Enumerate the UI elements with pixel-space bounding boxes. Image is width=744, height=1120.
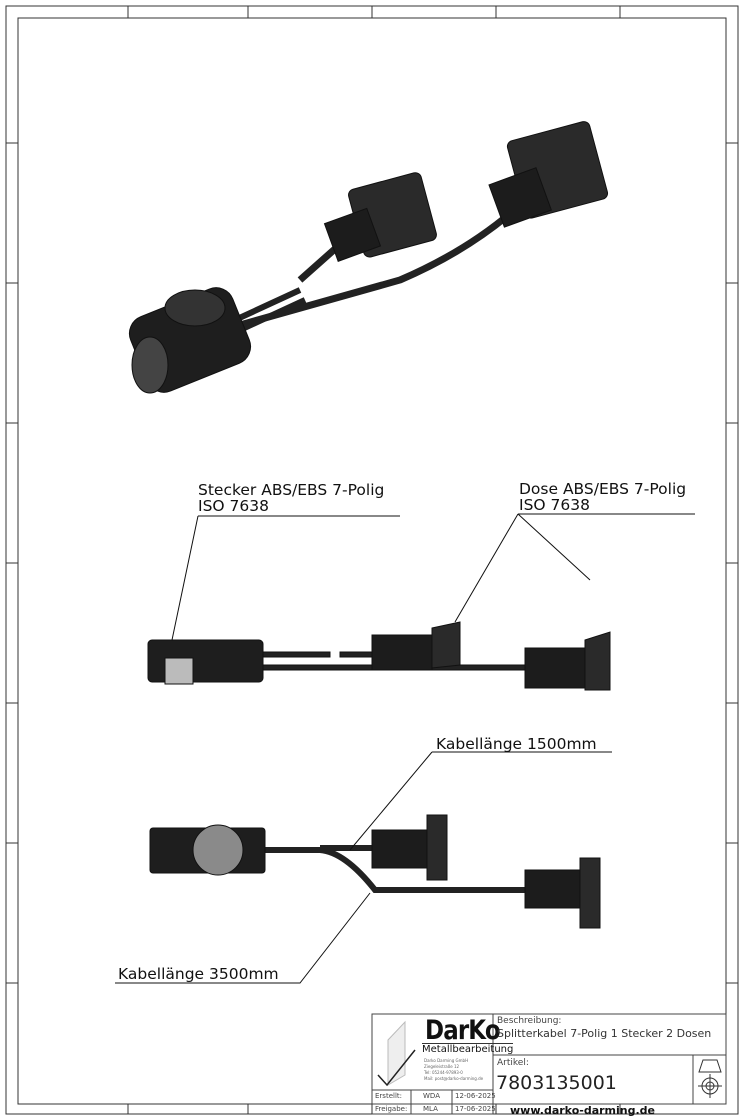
address-line: Ziegeleistraße 12 bbox=[424, 1064, 460, 1069]
plug-callout-line1: Stecker ABS/EBS 7-Polig bbox=[198, 481, 385, 499]
approved-date: 17-06-2025 bbox=[455, 1105, 496, 1113]
top-view bbox=[149, 814, 601, 929]
logo-brand: DarKo bbox=[425, 1015, 501, 1046]
address-line: Tel: 05244-97893-0 bbox=[424, 1070, 463, 1075]
company-address: Darko Darming GmbH Ziegeleistraße 12 Tel… bbox=[424, 1058, 483, 1082]
address-line: Mail: post@darko-darming.de bbox=[424, 1076, 484, 1081]
description-label: Beschreibung: bbox=[497, 1016, 562, 1026]
article-number: 7803135001 bbox=[496, 1072, 617, 1094]
approved-by: MLA bbox=[423, 1105, 438, 1113]
plug-callout-line2: ISO 7638 bbox=[198, 497, 269, 515]
address-line: Darko Darming GmbH bbox=[424, 1058, 469, 1063]
leader-lines bbox=[115, 513, 695, 984]
outer-border bbox=[5, 5, 739, 1115]
socket-callout-line1: Dose ABS/EBS 7-Polig bbox=[519, 480, 687, 498]
cable-length-short: Kabellänge 1500mm bbox=[436, 735, 597, 753]
cable-length-long: Kabellänge 3500mm bbox=[118, 965, 279, 983]
description-value: Splitterkabel 7-Polig 1 Stecker 2 Dosen bbox=[497, 1027, 712, 1040]
isometric-view bbox=[128, 121, 609, 394]
logo-subtitle: Metallbearbeitung bbox=[422, 1043, 514, 1055]
approved-label: Freigabe: bbox=[375, 1105, 408, 1113]
created-by: WDA bbox=[423, 1092, 440, 1100]
created-label: Erstellt: bbox=[375, 1092, 402, 1100]
socket-callout-line2: ISO 7638 bbox=[519, 496, 590, 514]
plug-callout: Stecker ABS/EBS 7-Polig ISO 7638 bbox=[198, 482, 384, 514]
created-date: 12-06-2025 bbox=[455, 1092, 496, 1100]
inner-border bbox=[17, 17, 727, 1105]
website-link[interactable]: www.darko-darming.de bbox=[510, 1104, 655, 1117]
socket-callout: Dose ABS/EBS 7-Polig ISO 7638 bbox=[519, 481, 686, 513]
article-label: Artikel: bbox=[497, 1058, 529, 1068]
side-view bbox=[147, 621, 611, 691]
